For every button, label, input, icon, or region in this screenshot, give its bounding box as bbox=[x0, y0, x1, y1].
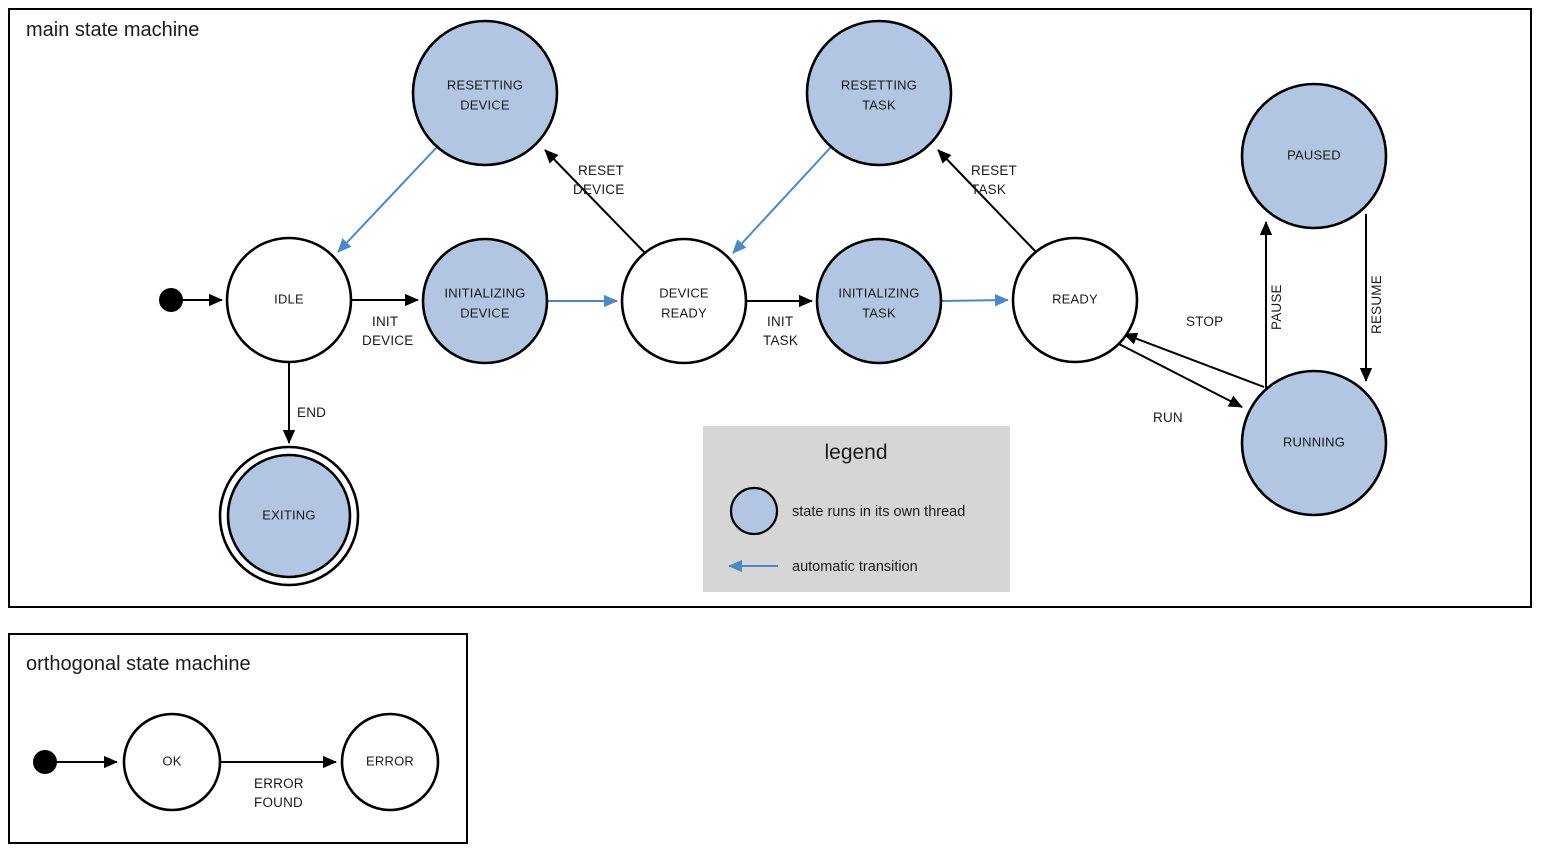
state-initializing-device-label-line1: INITIALIZING bbox=[444, 285, 525, 300]
state-initializing-task-label-line1: INITIALIZING bbox=[838, 285, 919, 300]
label-error-found-line1: ERROR bbox=[254, 776, 304, 791]
orthogonal-state-machine-frame: orthogonal state machine OK ERROR ERROR … bbox=[8, 633, 468, 844]
state-ready[interactable]: READY bbox=[1011, 236, 1139, 364]
state-resetting-task-circle[interactable] bbox=[805, 19, 953, 167]
label-reset-task-line1: RESET bbox=[971, 163, 1017, 178]
state-error[interactable]: ERROR bbox=[340, 712, 440, 812]
transition-resetting-device-idle bbox=[337, 146, 438, 253]
state-initializing-device-circle[interactable] bbox=[421, 237, 549, 365]
state-ok-circle[interactable] bbox=[122, 712, 222, 812]
transition-resetting-task-device-ready bbox=[732, 146, 832, 254]
state-resetting-task-label-line1: RESETTING bbox=[841, 77, 917, 92]
label-reset-device-line1: RESET bbox=[578, 163, 624, 178]
state-paused-label: PAUSED bbox=[1287, 147, 1341, 162]
state-paused-circle[interactable] bbox=[1240, 82, 1388, 230]
transition-labels-layer: INIT DEVICE END RESET DEVICE INIT TASK R… bbox=[297, 163, 1384, 425]
state-resetting-device-circle[interactable] bbox=[411, 19, 559, 167]
transition-initializing-task-ready bbox=[940, 294, 1009, 307]
transitions-layer bbox=[183, 146, 1373, 444]
orthogonal-frame-title: orthogonal state machine bbox=[26, 653, 251, 675]
state-resetting-device[interactable]: RESETTING DEVICE bbox=[411, 19, 559, 167]
state-device-ready-label-line2: READY bbox=[661, 305, 707, 320]
state-idle-label: IDLE bbox=[274, 291, 304, 306]
state-initializing-device-label-line2: DEVICE bbox=[460, 305, 510, 320]
state-error-label: ERROR bbox=[366, 753, 414, 768]
label-reset-task-line2: TASK bbox=[971, 182, 1006, 197]
state-running[interactable]: RUNNING bbox=[1240, 369, 1388, 517]
state-initializing-task-circle[interactable] bbox=[815, 237, 943, 365]
state-ok-label: OK bbox=[162, 753, 181, 768]
label-init-device-line1: INIT bbox=[372, 314, 398, 329]
transition-ready-running bbox=[1118, 343, 1243, 408]
label-error-found-line2: FOUND bbox=[254, 795, 303, 810]
initial-state-marker bbox=[159, 288, 183, 312]
state-device-ready-label-line1: DEVICE bbox=[659, 285, 709, 300]
state-resetting-task-label-line2: TASK bbox=[862, 97, 896, 112]
state-resetting-task[interactable]: RESETTING TASK bbox=[805, 19, 953, 167]
state-initializing-task[interactable]: INITIALIZING TASK bbox=[815, 237, 943, 365]
state-device-ready-circle[interactable] bbox=[620, 237, 748, 365]
label-reset-device-line2: DEVICE bbox=[573, 182, 624, 197]
main-frame-title: main state machine bbox=[26, 19, 199, 41]
state-ok[interactable]: OK bbox=[122, 712, 222, 812]
state-initializing-device[interactable]: INITIALIZING DEVICE bbox=[421, 237, 549, 365]
legend-threaded-state-swatch-icon bbox=[729, 486, 779, 536]
state-idle[interactable]: IDLE bbox=[225, 236, 353, 364]
ortho-initial-state-marker bbox=[33, 750, 57, 774]
legend-item-threaded-label: state runs in its own thread bbox=[792, 504, 965, 520]
state-running-circle[interactable] bbox=[1240, 369, 1388, 517]
transition-ready-resetting-task bbox=[937, 149, 1037, 253]
label-end: END bbox=[297, 405, 326, 420]
state-resetting-device-label-line1: RESETTING bbox=[447, 77, 523, 92]
states-layer: IDLE RESETTING DEVICE INITIALIZING DEVIC… bbox=[159, 19, 1388, 587]
label-resume: RESUME bbox=[1369, 275, 1384, 334]
transition-device-ready-resetting-device bbox=[544, 149, 646, 254]
state-initializing-task-label-line2: TASK bbox=[862, 305, 896, 320]
label-run: RUN bbox=[1153, 410, 1183, 425]
label-stop: STOP bbox=[1186, 314, 1223, 329]
state-device-ready[interactable]: DEVICE READY bbox=[620, 237, 748, 365]
state-ready-circle[interactable] bbox=[1011, 236, 1139, 364]
transition-running-ready bbox=[1123, 332, 1265, 388]
label-init-task-line2: TASK bbox=[763, 333, 798, 348]
state-exiting-circle[interactable] bbox=[226, 453, 352, 579]
state-idle-circle[interactable] bbox=[225, 236, 353, 364]
state-exiting[interactable]: EXITING bbox=[218, 445, 360, 587]
legend: legend state runs in its own thread auto… bbox=[703, 426, 1010, 592]
state-error-circle[interactable] bbox=[340, 712, 440, 812]
state-resetting-device-label-line2: DEVICE bbox=[460, 97, 510, 112]
label-init-device-line2: DEVICE bbox=[362, 333, 413, 348]
legend-title: legend bbox=[824, 441, 887, 464]
legend-item-auto-label: automatic transition bbox=[792, 559, 918, 575]
state-paused[interactable]: PAUSED bbox=[1240, 82, 1388, 230]
state-running-label: RUNNING bbox=[1283, 434, 1345, 449]
state-exiting-label: EXITING bbox=[262, 507, 315, 522]
label-init-task-line1: INIT bbox=[767, 314, 793, 329]
state-ready-label: READY bbox=[1052, 291, 1098, 306]
label-pause: PAUSE bbox=[1269, 284, 1284, 330]
